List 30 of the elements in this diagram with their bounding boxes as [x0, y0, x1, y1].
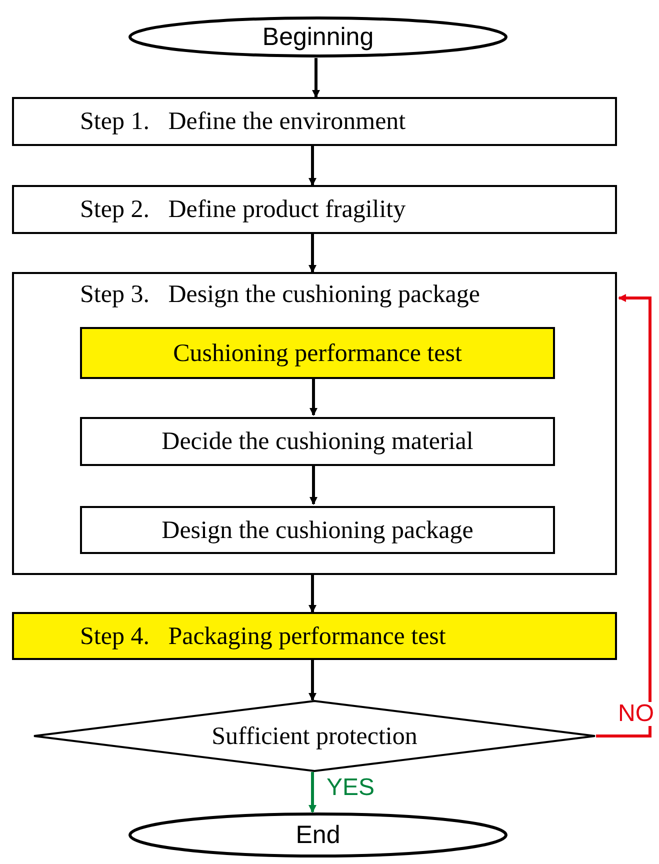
node-label: Step 3. Design the cushioning package: [80, 281, 480, 308]
node-label: Decide the cushioning material: [162, 429, 474, 454]
node-label: Step 1. Define the environment: [80, 109, 406, 134]
node-label: End: [296, 822, 340, 848]
arrow: [308, 772, 316, 813]
process-box: [12, 612, 617, 660]
process-box: [12, 185, 617, 234]
node-label: Step 4. Packaging performance test: [80, 624, 446, 648]
group-box: [12, 272, 617, 575]
arrow: [308, 146, 316, 186]
node-label: Sufficient protection: [212, 724, 418, 748]
arrow: [308, 575, 316, 613]
process-box: [12, 97, 617, 146]
arrow: [310, 464, 318, 505]
arrow: [596, 294, 652, 738]
process-box: [80, 417, 555, 466]
arrow: [310, 377, 318, 416]
arrow: [308, 234, 316, 273]
terminal-ellipse: [128, 16, 508, 58]
decision-diamond: [33, 700, 596, 772]
edge-label: NO: [618, 702, 654, 726]
terminal-ellipse: [128, 812, 508, 858]
node-label: Design the cushioning package: [162, 518, 474, 542]
process-box: [80, 327, 555, 379]
arrow: [308, 660, 316, 701]
node-label: Step 2. Define product fragility: [80, 197, 406, 222]
node-label: Beginning: [262, 24, 374, 50]
process-box: [80, 506, 555, 554]
arrow: [312, 58, 320, 98]
node-label: Cushioning performance test: [173, 340, 462, 366]
